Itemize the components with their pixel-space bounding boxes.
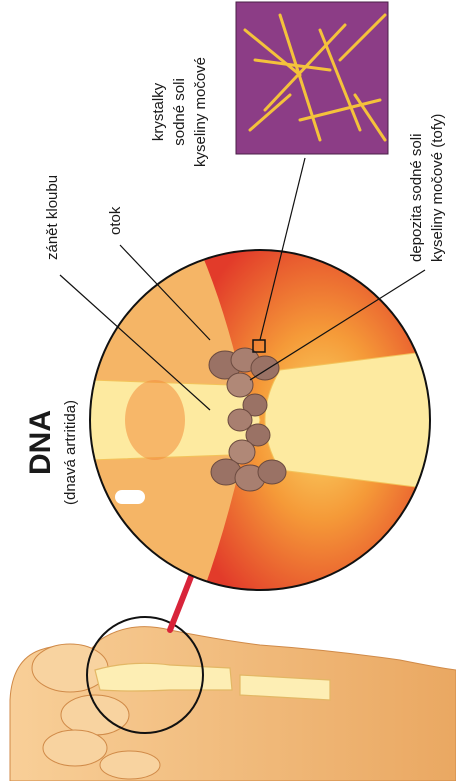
label-crystals-1: krystalky	[150, 82, 167, 141]
crystal-inset	[236, 2, 388, 154]
label-crystals-3: kyseliny močové	[192, 57, 209, 167]
label-inflammation: zánět kloubu	[44, 175, 61, 260]
label-crystals-2: sodné soli	[171, 78, 188, 146]
label-deposits-1: depozita sodné soli	[408, 134, 425, 262]
label-swelling: otok	[107, 206, 124, 235]
label-deposits-2: kyseliny močové (tofy)	[429, 114, 446, 262]
diagram-subtitle: (dnavá artritida)	[62, 400, 79, 505]
toe-bone	[95, 663, 232, 691]
diagram-title: DNA	[24, 410, 57, 475]
foot-illustration	[10, 617, 456, 781]
